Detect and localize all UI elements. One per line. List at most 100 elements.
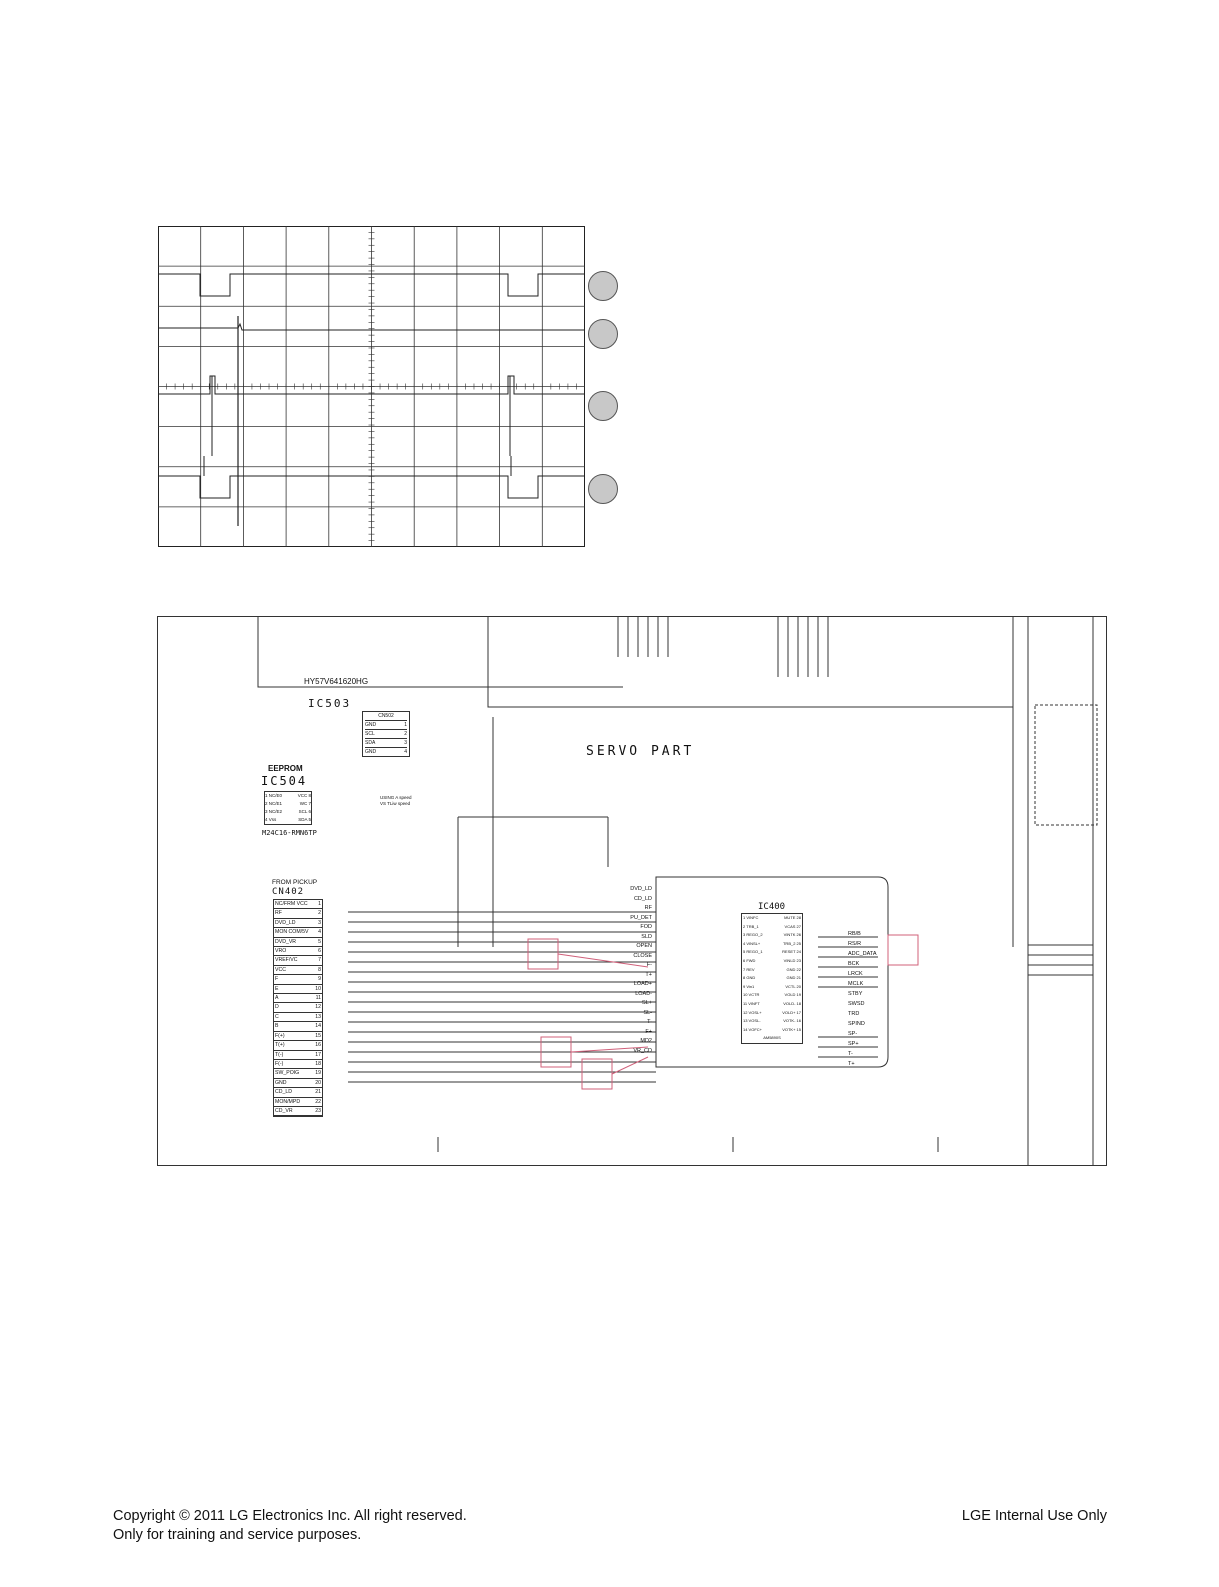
ic400-pin-row: 13 VOSL-VOTK- 16 [742, 1017, 802, 1026]
eeprom-pin-right: SDA 5 [298, 817, 311, 822]
cn402-pin: T(-)17 [274, 1051, 322, 1060]
ic400-pin-right: VOLD+ 17 [782, 1009, 801, 1015]
cn402-pin-number: 12 [315, 1004, 321, 1011]
cn402-pin-number: 20 [315, 1079, 321, 1086]
ic400-pin-left: 4 VINSL+ [743, 940, 761, 946]
eeprom-label: EEPROM [268, 764, 303, 773]
ic400-pin-right: VOTK+ 15 [782, 1026, 801, 1032]
cn502-ref: CN502 [378, 713, 394, 719]
cn402-pin-number: 13 [315, 1013, 321, 1020]
cn402-pin-number: 18 [315, 1060, 321, 1067]
cn502-pin-label: GND [365, 749, 377, 755]
ic400-pin-left: 10 VCTR [743, 992, 760, 998]
eeprom-pin-left: 1 NC/E0 [265, 793, 283, 798]
cn402-pin-number: 23 [315, 1107, 321, 1114]
trace-ch2 [158, 322, 585, 331]
ic400-pin-left: 2 TRB_1 [743, 923, 759, 929]
ic400-pin-right: MUTE 28 [784, 915, 801, 920]
eeprom-pin-right: VCC 8 [297, 793, 311, 798]
signal-label: RF [644, 905, 652, 911]
cn402-pin-number: 22 [315, 1098, 321, 1105]
ic400-part: AM5890S [763, 1035, 781, 1041]
signal-label: F- [646, 962, 652, 968]
cn402-ref: CN402 [272, 887, 305, 897]
signal-label: SPIND [848, 1021, 865, 1027]
channel-marker-2 [588, 319, 618, 349]
cn402-pin-number: 10 [315, 985, 321, 992]
cn402-pin-label: MON COM/5V [275, 929, 309, 936]
signal-label: MCLK [848, 981, 864, 987]
ic400-pin-right: VCAS 27 [784, 923, 801, 929]
copyright-line-1: Copyright © 2011 LG Electronics Inc. All… [113, 1508, 467, 1524]
cn402-pin-label: DVD_VR [275, 938, 297, 945]
cn402-pin: T(+)16 [274, 1041, 322, 1051]
speed-note: VS TLiw speed [380, 801, 411, 806]
eeprom-pin-right: SCL 6 [298, 809, 311, 814]
servo-schematic: SERVO PART HY57V641620HG IC503 CN502 GND… [157, 616, 1107, 1166]
ic400-pin-right: VINTK 26 [783, 932, 801, 938]
ic400-pin-row: 4 VINSL+TRB_2 25 [742, 940, 802, 949]
signal-label: RB/B [848, 931, 861, 937]
cn402-pin-number: 8 [318, 966, 321, 973]
ic400-pin-left: 14 VOFC+ [743, 1026, 763, 1032]
ic400-pin-left: 1 VINFC [743, 915, 759, 920]
eeprom-pin-row: 1 NC/E0 VCC 8 [265, 792, 311, 800]
signal-label: TRD [848, 1011, 860, 1017]
cn402-pin-label: VREF/VC [275, 957, 298, 964]
signal-label: FOD [640, 924, 652, 930]
ic400-ref: IC400 [758, 902, 786, 912]
signal-label: LRCK [848, 971, 863, 977]
cn402-pin-label: VRO [275, 948, 287, 955]
ic400-pin-left: 5 REGO_1 [743, 949, 763, 955]
channel-marker-3 [588, 391, 618, 421]
ic400-pin-row: 1 VINFC MUTE 28 [742, 914, 802, 923]
cn402-pin-number: 17 [315, 1051, 321, 1058]
cn402-pin-label: F [275, 976, 279, 983]
cn402-pin-label: SW_POIG [275, 1070, 300, 1077]
trace-ch4-edges [203, 456, 512, 476]
ic400-pin-left: 11 VINFT [743, 1000, 760, 1006]
signal-label: T+ [645, 971, 652, 978]
signal-label: ADC_DATA [848, 951, 877, 957]
cn402-pin-number: 19 [315, 1070, 321, 1077]
ic503-ref: IC503 [308, 697, 352, 710]
footer-internal-use: LGE Internal Use Only [961, 1508, 1107, 1524]
cn402-pin-label: CD_VR [275, 1107, 293, 1114]
ic400-pin-row: 2 TRB_1 VCAS 27 [742, 923, 802, 932]
signal-label: T- [647, 1019, 652, 1025]
signal-label: PU_DET [630, 914, 652, 921]
signal-label: MD2 [640, 1038, 652, 1044]
signal-label: BCK [848, 961, 860, 967]
signal-label: DVD_LD [630, 886, 652, 892]
cn402-pin-label: RF [275, 910, 282, 917]
cn402-pin-label: MON/MPD [275, 1098, 301, 1105]
cn402-pin: RF 2 [274, 909, 322, 919]
ic400-pin-right: VOLD 19 [784, 992, 801, 998]
eeprom-pin-left: 2 NC/E1 [265, 801, 283, 806]
signal-label: RS/R [848, 941, 862, 947]
schematic-title: SERVO PART [586, 744, 695, 759]
eeprom-ref: IC504 [261, 774, 308, 788]
cn502-pin-number: 1 [404, 722, 407, 728]
signal-label: T- [848, 1051, 853, 1057]
cn402-pin-number: 2 [318, 910, 321, 917]
channel-marker-4 [588, 474, 618, 504]
cn402-pin: F(+)15 [274, 1032, 322, 1042]
ic400-pin-left: 6 FWD [743, 957, 756, 963]
ic400-pin-right: VOTK- 16 [783, 1018, 801, 1024]
